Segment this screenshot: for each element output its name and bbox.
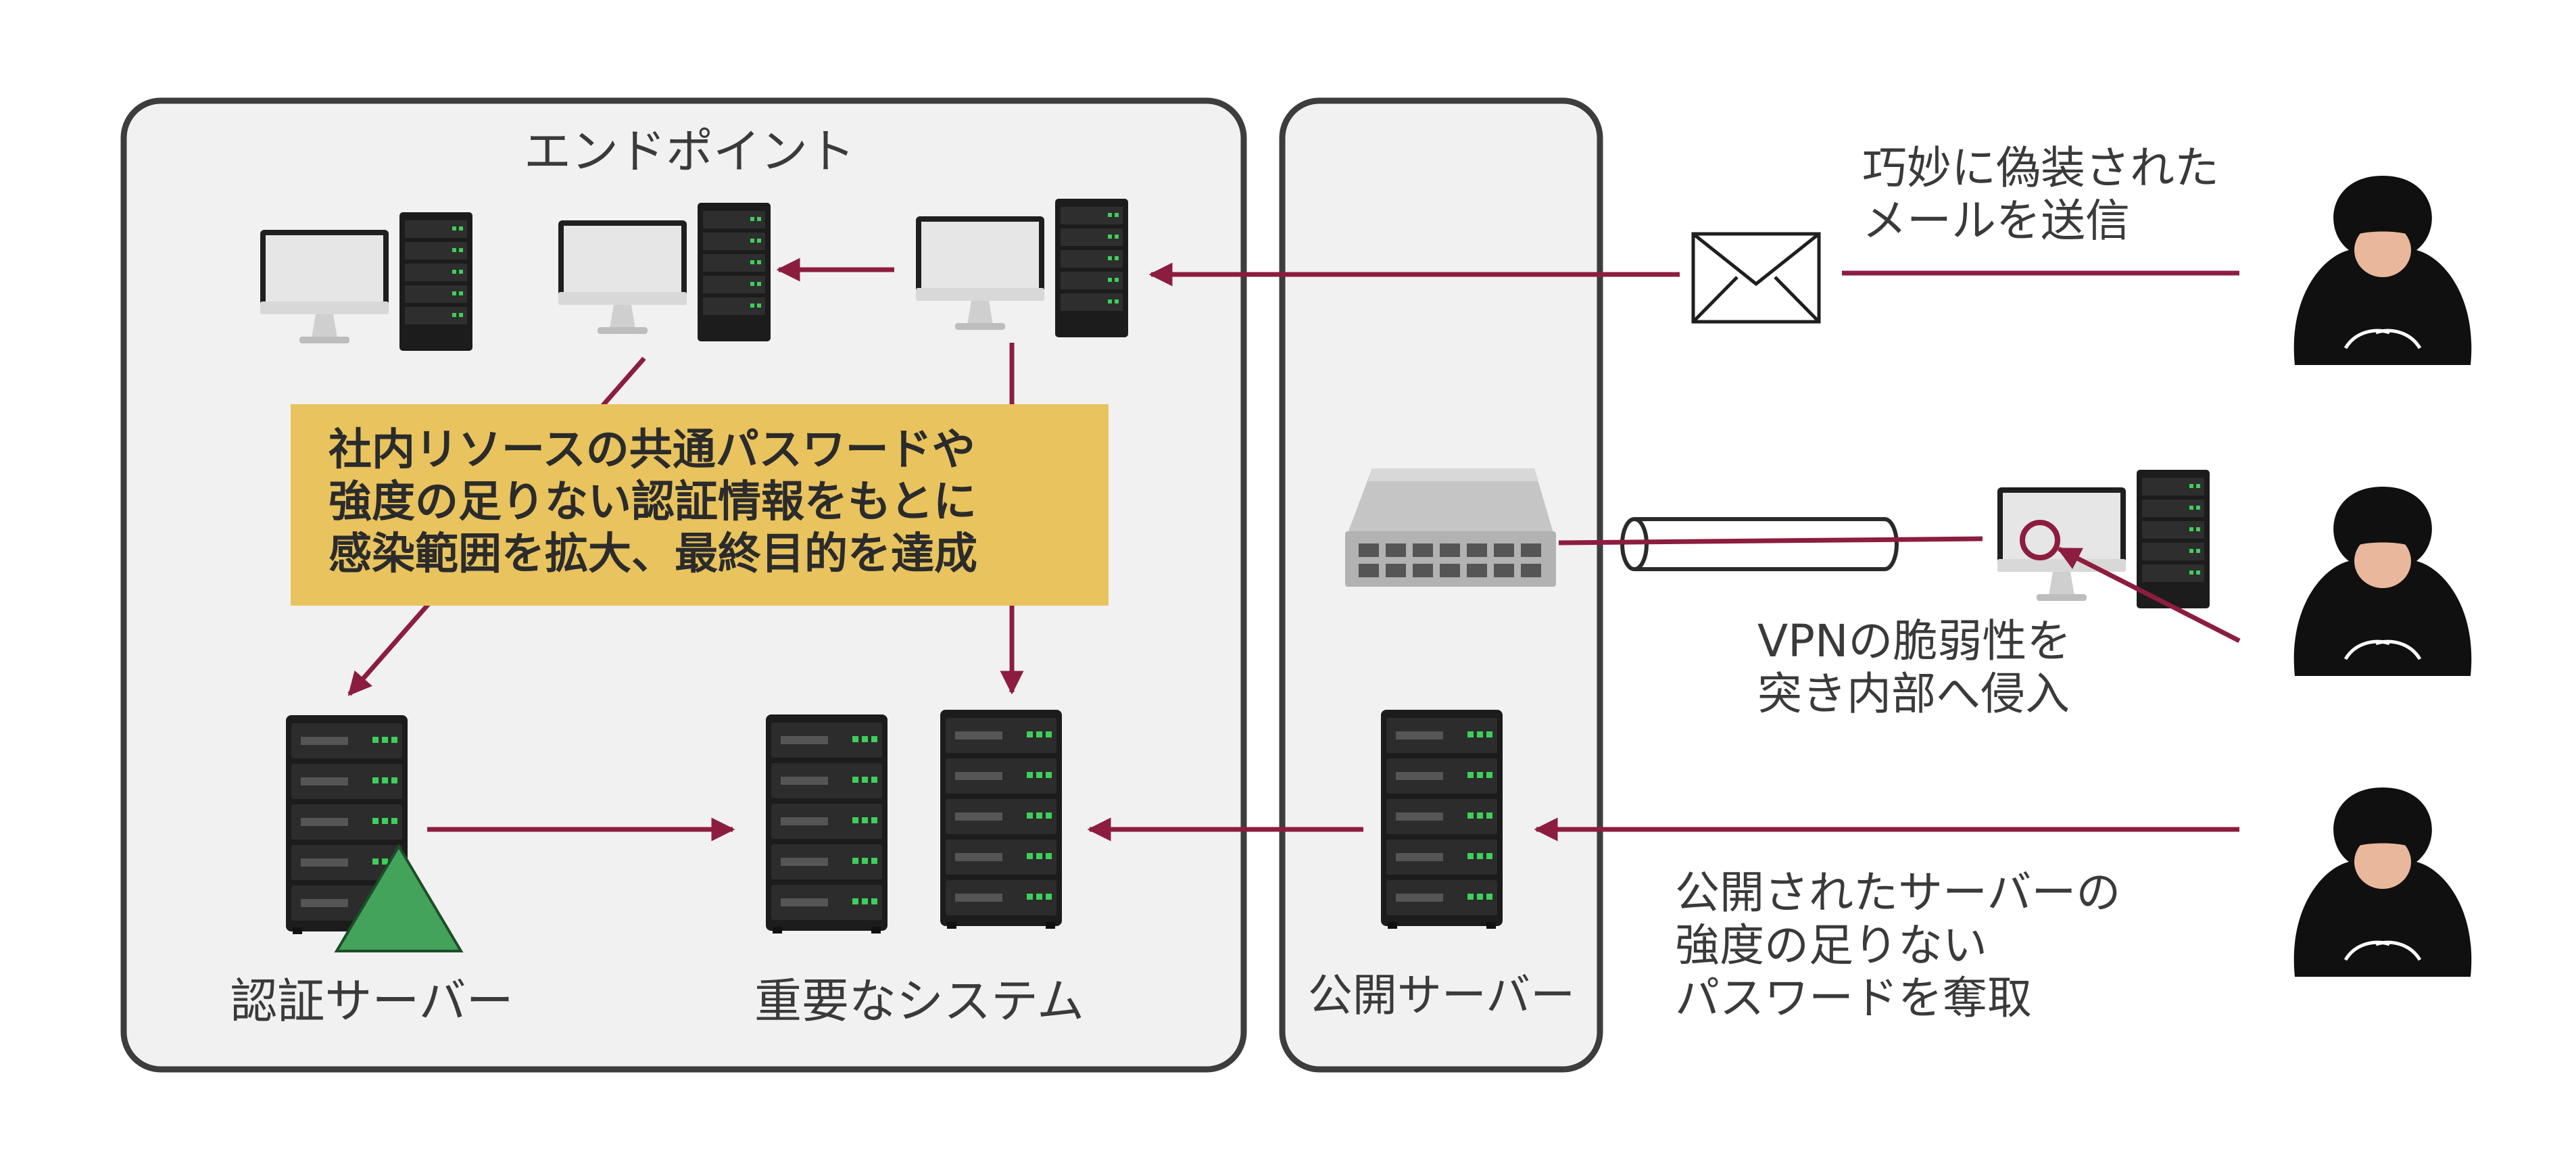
critical-system-label: 重要なシステム	[754, 973, 1084, 1029]
public-server-icon	[1381, 710, 1503, 929]
attacker-3-icon	[2294, 787, 2472, 977]
vpn-intrusion-arrow	[2056, 546, 2241, 644]
auth-server-label: 認証サーバー	[230, 973, 514, 1029]
vpn-attack-line-2: 突き内部へ侵入	[1757, 667, 2070, 720]
vpn-tunnel-line	[1558, 536, 1983, 545]
password-attack-label: 公開されたサーバーの 強度の足りない パスワードを奪取	[1675, 867, 2120, 1025]
note-line-2: 強度の足りない認証情報をもとに	[329, 477, 977, 527]
public-server-label: 公開サーバー	[1307, 969, 1576, 1021]
attacker-1-icon	[2294, 176, 2472, 365]
vpn-tunnel-icon	[1620, 517, 1899, 571]
note-line-3: 感染範囲を拡大、最終目的を達成	[329, 529, 977, 579]
network-switch-icon	[1345, 468, 1556, 587]
endpoint-zone-label: エンドポイント	[524, 124, 855, 179]
critical-server-icon-2	[940, 710, 1062, 929]
critical-server-icon-1	[766, 714, 888, 933]
email-attack-line-1: 巧妙に偽装された	[1862, 142, 2219, 194]
email-attack-line-2: メールを送信	[1862, 194, 2130, 247]
lateral-movement-note: 社内リソースの共通パスワードや 強度の足りない認証情報をもとに 感染範囲を拡大、…	[291, 404, 1109, 606]
attacker-workstation-icon	[1997, 470, 2210, 608]
attacker-2-icon	[2294, 487, 2472, 676]
password-attack-line-3: パスワードを奪取	[1675, 971, 2032, 1024]
vpn-attack-line-1: VPNの脆弱性を	[1757, 615, 2072, 667]
password-attack-line-2: 強度の足りない	[1675, 919, 1987, 971]
envelope-icon	[1691, 232, 1821, 324]
vpn-attack-label: VPNの脆弱性を 突き内部へ侵入	[1757, 615, 2071, 721]
note-line-1: 社内リソースの共通パスワードや	[329, 425, 975, 475]
password-attack-line-1: 公開されたサーバーの	[1675, 867, 2121, 919]
email-attack-label: 巧妙に偽装された メールを送信	[1862, 142, 2219, 247]
warning-triangle-icon	[334, 844, 464, 952]
